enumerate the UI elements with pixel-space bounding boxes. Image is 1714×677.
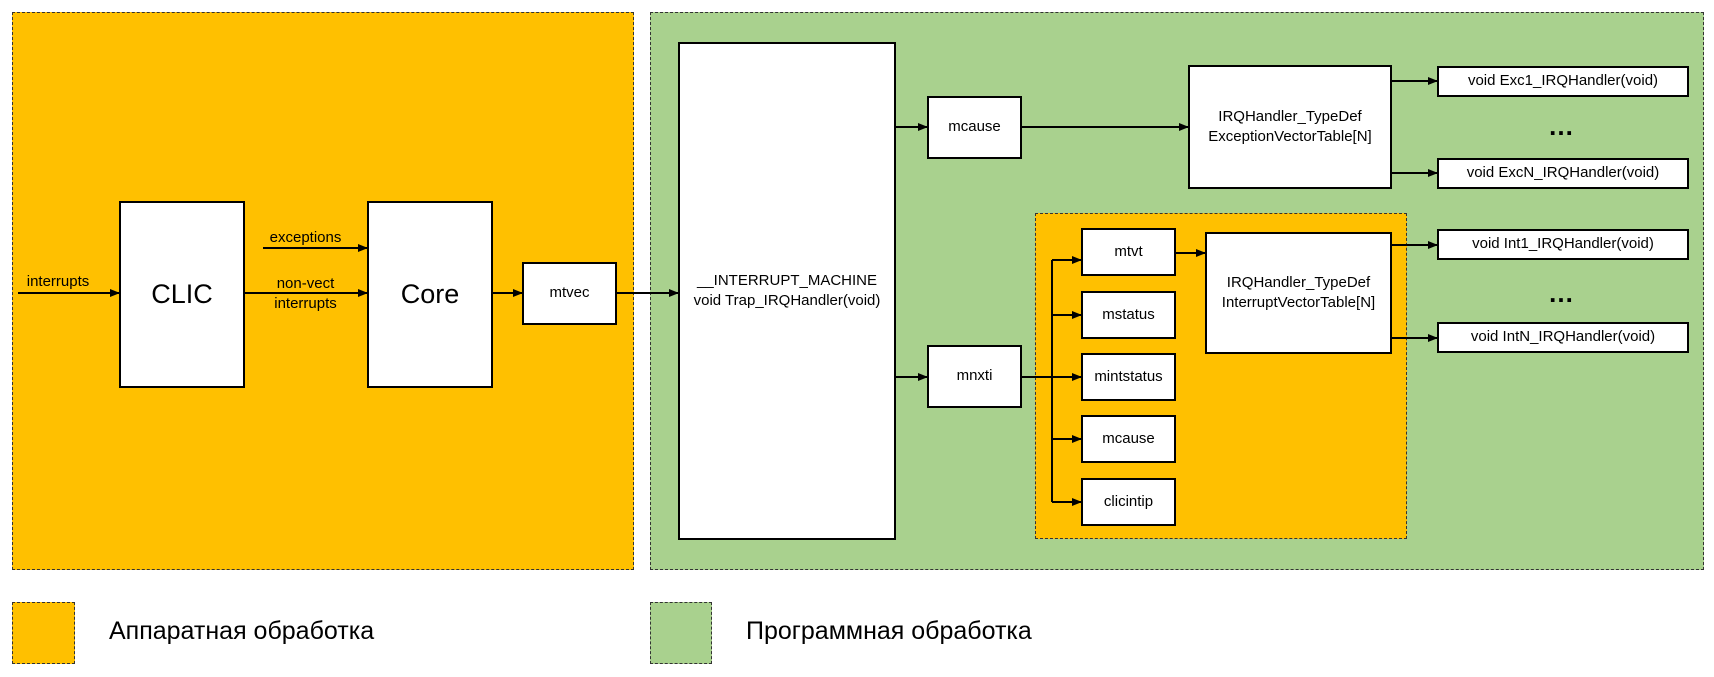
mcause-inner-box: mcause bbox=[1081, 415, 1176, 463]
intn-handler-box: void IntN_IRQHandler(void) bbox=[1437, 322, 1689, 353]
mnxti-box: mnxti bbox=[927, 345, 1022, 408]
interrupt-vector-table-box: IRQHandler_TypeDef InterruptVectorTable[… bbox=[1205, 232, 1392, 354]
interrupts-label: interrupts bbox=[26, 273, 90, 290]
mtvt-box: mtvt bbox=[1081, 228, 1176, 276]
mstatus-box: mstatus bbox=[1081, 291, 1176, 339]
clicintip-box: clicintip bbox=[1081, 478, 1176, 526]
clic-box: CLIC bbox=[119, 201, 245, 388]
legend-software-swatch bbox=[650, 602, 712, 664]
exception-ellipsis: … bbox=[1548, 111, 1576, 141]
interrupt-ellipsis: … bbox=[1548, 278, 1576, 308]
mtvec-box: mtvec bbox=[522, 262, 617, 325]
exc1-handler-box: void Exc1_IRQHandler(void) bbox=[1437, 66, 1689, 97]
mcause-box: mcause bbox=[927, 96, 1022, 159]
exception-vector-table-box: IRQHandler_TypeDef ExceptionVectorTable[… bbox=[1188, 65, 1392, 189]
excn-handler-box: void ExcN_IRQHandler(void) bbox=[1437, 158, 1689, 189]
core-box: Core bbox=[367, 201, 493, 388]
legend-software-label: Программная обработка bbox=[746, 617, 1032, 645]
legend-hardware-label: Аппаратная обработка bbox=[109, 617, 375, 645]
nonvect-label: non-vect interrupts bbox=[274, 275, 337, 312]
mintstatus-box: mintstatus bbox=[1081, 353, 1176, 401]
trap-handler-box: __INTERRUPT_MACHINE void Trap_IRQHandler… bbox=[678, 42, 896, 540]
int1-handler-box: void Int1_IRQHandler(void) bbox=[1437, 229, 1689, 260]
legend-hardware-swatch bbox=[12, 602, 75, 664]
exceptions-label: exceptions bbox=[269, 229, 342, 246]
